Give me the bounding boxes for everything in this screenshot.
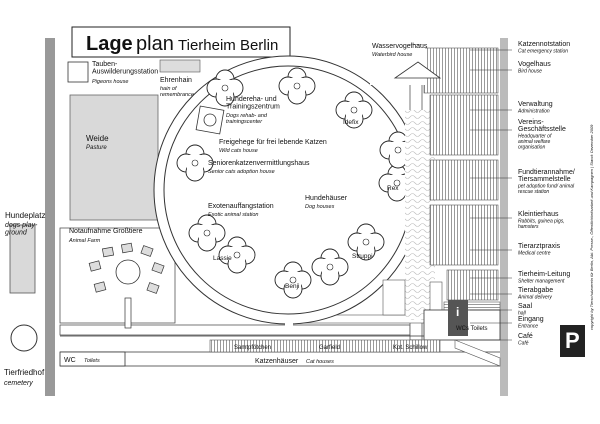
legend-item-label: Tierabgabe bbox=[518, 287, 553, 294]
wasservogel-label: Wasservogelhaus bbox=[372, 43, 428, 50]
exoten-en: Exotic animal station bbox=[208, 212, 258, 218]
tauben-en: Pigeons house bbox=[92, 79, 128, 85]
cemetery-shape bbox=[10, 324, 38, 352]
ehrenhain-label: Ehrenhain bbox=[160, 77, 192, 84]
bottom-path bbox=[59, 324, 411, 336]
pigeon-house-shape bbox=[67, 61, 89, 83]
freigehege-en: Wild cats house bbox=[219, 148, 258, 154]
cat-house-samtpfoetchen: Samtpfötchen bbox=[234, 345, 271, 351]
weide-label: Weide bbox=[86, 134, 109, 143]
katzenhaeuser-label: Katzenhäuser bbox=[255, 358, 299, 365]
wc-left-en: Toilets bbox=[84, 358, 100, 364]
tierfriedhof-en: cemetery bbox=[4, 380, 33, 387]
title-rest: plan bbox=[136, 33, 174, 55]
hundehaeuser-label: Hundehäuser bbox=[305, 195, 348, 202]
legend-item-label: Verwaltung bbox=[518, 101, 553, 108]
wc-left-label: WC bbox=[64, 357, 76, 364]
parking-shape bbox=[560, 325, 585, 357]
weide-en: Pasture bbox=[86, 145, 107, 151]
title-box bbox=[71, 26, 291, 58]
cat-house-schillow: Kpt. Schillow bbox=[393, 345, 428, 351]
legend-item-translation: Medical centre bbox=[518, 251, 551, 257]
legend-item-translation: Cat emergency station bbox=[518, 49, 568, 55]
left-road bbox=[45, 38, 55, 396]
legend-item-label: Kleintierhaus bbox=[518, 211, 559, 218]
hundeplatz-en: dogs play-ground bbox=[5, 222, 38, 236]
senioren-label: Seniorenkatzenvermittlungshaus bbox=[208, 160, 310, 167]
legend-item-label: Vereins-Geschäftsstelle bbox=[518, 119, 566, 133]
hundehaeuser-en: Dog houses bbox=[305, 204, 335, 210]
info-point-shape bbox=[448, 300, 468, 336]
ehrenhain-shape bbox=[159, 59, 201, 73]
animal-farm-pens bbox=[88, 242, 165, 329]
legend-item-label: Tierheim-Leitung bbox=[518, 271, 570, 278]
legend-item-label: Tierarztpraxis bbox=[518, 243, 561, 250]
exoten-label: Exotenauffangstation bbox=[208, 203, 274, 210]
legend-item-translation: Entrance bbox=[518, 324, 538, 330]
dog-house-struppi: Struppi bbox=[352, 253, 373, 260]
legend-item-label: Eingang bbox=[518, 316, 544, 323]
legend-connectors bbox=[470, 49, 512, 341]
notaufnahme-label: Notaufnahme Großtiere bbox=[69, 228, 143, 235]
copyright-text: copyright by Tierschutzverein für Berlin… bbox=[589, 124, 594, 330]
title-bold: Lage bbox=[86, 33, 133, 55]
legend-item-label: Saal bbox=[518, 303, 532, 310]
cat-house-garfield: Garfield bbox=[319, 345, 340, 351]
parking-icon: P bbox=[565, 328, 580, 353]
legend-item-translation: hall bbox=[518, 311, 527, 317]
tauben-label: Tauben-Auswilderungsstation bbox=[92, 61, 158, 75]
katzenhaeuser-en: Cat houses bbox=[306, 359, 334, 365]
legend-item-translation: Bird house bbox=[518, 69, 542, 75]
wc-left-shape bbox=[59, 351, 126, 367]
wc-toilets-label: WCs Toilets bbox=[456, 326, 488, 332]
legend-item-label: Vogelhaus bbox=[518, 61, 551, 68]
right-wall bbox=[500, 38, 508, 396]
notaufnahme-en: Animal Farm bbox=[68, 238, 101, 244]
freigehege-label: Freigehege für frei lebende Katzen bbox=[219, 139, 327, 146]
hundeplatz-label: Hundeplatz bbox=[5, 211, 45, 220]
legend-item-translation: Café bbox=[518, 341, 529, 347]
legend-item-translation: Administration bbox=[517, 109, 550, 115]
dog-house-rex: Rex bbox=[387, 185, 399, 192]
wasservogel-en: Waterbird house bbox=[372, 52, 412, 58]
pasture-shape bbox=[69, 94, 159, 221]
legend-item-translation: Rabbits, guinea pigs,hamsters bbox=[518, 219, 565, 231]
dog-house-idefix: Idefix bbox=[343, 119, 359, 126]
legend-item-label: Katzennotstation bbox=[518, 41, 570, 48]
info-icon: i bbox=[456, 305, 459, 319]
waterbird-house-shape bbox=[393, 61, 442, 79]
legend-item-label: Fundtierannahme/Tiersammelstelle bbox=[518, 169, 575, 183]
tierfriedhof-label: Tierfriedhof bbox=[4, 368, 45, 377]
legend-item-translation: Shelter management bbox=[518, 279, 565, 285]
dog-house-lassie: Lassie bbox=[213, 255, 232, 262]
legend-item-translation: Animal delivery bbox=[517, 295, 552, 301]
title-sub: Tierheim Berlin bbox=[178, 37, 278, 54]
legend-item-label: Café bbox=[518, 333, 533, 340]
dog-playground-shape bbox=[9, 224, 36, 294]
senioren-en: Senior cats adoption house bbox=[208, 169, 275, 175]
cat-houses-row bbox=[209, 339, 441, 353]
dog-house-benji: Benji bbox=[285, 283, 299, 290]
